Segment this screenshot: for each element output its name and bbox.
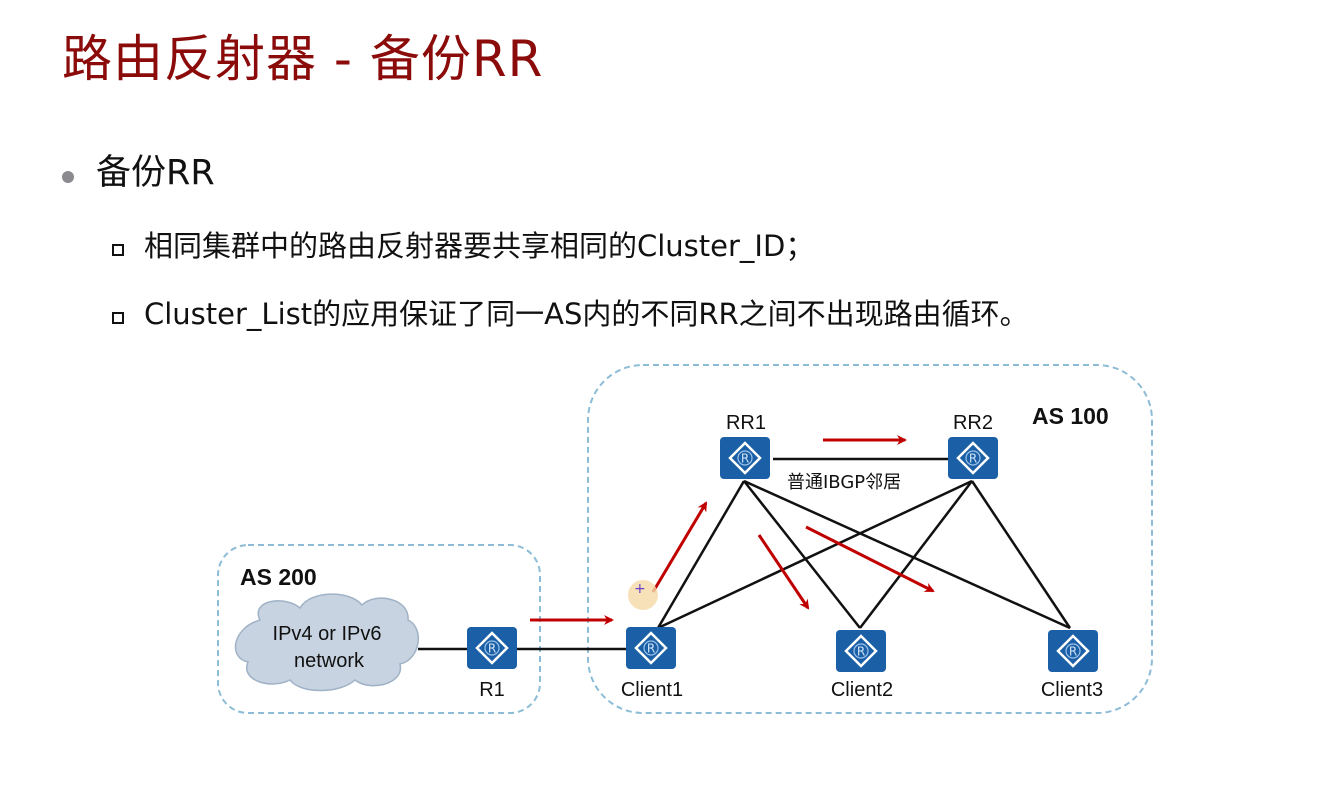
router-box bbox=[948, 437, 998, 479]
router-label: RR1 bbox=[726, 412, 766, 434]
router-box bbox=[626, 627, 676, 669]
as-200-label: AS 200 bbox=[240, 564, 317, 590]
arrow-rr1-to-client2 bbox=[757, 534, 810, 610]
router-box bbox=[720, 437, 770, 479]
cursor-highlight bbox=[628, 580, 658, 610]
router-diamond-icon bbox=[634, 631, 668, 665]
router-box bbox=[836, 630, 886, 672]
router-diamond-icon bbox=[844, 634, 878, 668]
as-200-region bbox=[217, 544, 541, 714]
bullet-main: 备份RR bbox=[62, 156, 215, 191]
slide-title: 路由反射器 - 备份RR bbox=[62, 30, 544, 88]
sub-bullet-text: Cluster_List的应用保证了同一AS内的不同RR之间不出现路由循环。 bbox=[144, 297, 1029, 331]
router-glyph-icon: R bbox=[647, 642, 655, 656]
link-rr1-client1 bbox=[656, 480, 746, 629]
cloud-label-line2: network bbox=[294, 650, 365, 672]
sub-bullet-text: 相同集群中的路由反射器要共享相同的Cluster_ID； bbox=[144, 229, 815, 263]
router-client2: R Client2 bbox=[831, 630, 893, 701]
link-rr1-client2 bbox=[743, 480, 861, 629]
router-circle-icon bbox=[484, 640, 500, 656]
router-glyph-icon: R bbox=[488, 642, 496, 656]
router-diamond-icon bbox=[1056, 634, 1090, 668]
router-glyph-icon: R bbox=[857, 645, 865, 659]
router-glyph-icon: R bbox=[969, 452, 977, 466]
router-r1: R R1 bbox=[467, 627, 517, 701]
router-label: Client3 bbox=[1041, 679, 1103, 701]
link-rr2-client3 bbox=[970, 480, 1072, 629]
arrow-rr1-to-client3 bbox=[805, 525, 935, 593]
peer-link-label: 普通IBGP邻居 bbox=[787, 472, 901, 493]
router-diamond-icon bbox=[728, 441, 762, 475]
arrow-client1-to-rr1 bbox=[651, 501, 708, 593]
router-box bbox=[1048, 630, 1098, 672]
router-circle-icon bbox=[737, 450, 753, 466]
link-rr2-client1 bbox=[657, 479, 973, 630]
router-label: RR2 bbox=[953, 412, 993, 434]
router-rr2: R RR2 bbox=[948, 412, 998, 479]
router-label: R1 bbox=[479, 679, 505, 701]
router-glyph-icon: R bbox=[1069, 645, 1077, 659]
router-circle-icon bbox=[1065, 643, 1081, 659]
router-box bbox=[467, 627, 517, 669]
as-100-label: AS 100 bbox=[1032, 403, 1109, 429]
router-diamond-icon bbox=[956, 441, 990, 475]
router-label: Client2 bbox=[831, 679, 893, 701]
router-circle-icon bbox=[853, 643, 869, 659]
bullet-main-text: 备份RR bbox=[96, 153, 215, 193]
network-cloud: IPv4 or IPv6 network bbox=[234, 593, 419, 692]
router-glyph-icon: R bbox=[741, 452, 749, 466]
router-label: Client1 bbox=[621, 679, 683, 701]
link-rr1-client3 bbox=[743, 479, 1071, 630]
router-circle-icon bbox=[965, 450, 981, 466]
square-bullet-icon bbox=[112, 243, 124, 256]
router-client3: R Client3 bbox=[1041, 630, 1103, 701]
sub-bullet: 相同集群中的路由反射器要共享相同的Cluster_ID； bbox=[112, 232, 814, 261]
route-flow-arrows bbox=[530, 435, 935, 625]
router-rr1: R RR1 bbox=[720, 412, 770, 479]
router-circle-icon bbox=[643, 640, 659, 656]
cursor-plus-icon: + bbox=[634, 581, 646, 597]
sub-bullet: Cluster_List的应用保证了同一AS内的不同RR之间不出现路由循环。 bbox=[112, 300, 1029, 329]
links bbox=[418, 457, 1072, 651]
cloud-label-line1: IPv4 or IPv6 bbox=[273, 623, 382, 645]
as-100-region bbox=[587, 364, 1153, 714]
router-diamond-icon bbox=[475, 631, 509, 665]
link-rr2-client2 bbox=[859, 480, 973, 629]
router-client1: R Client1 bbox=[621, 627, 683, 701]
square-bullet-icon bbox=[112, 311, 124, 324]
bullet-dot-icon bbox=[62, 170, 74, 183]
